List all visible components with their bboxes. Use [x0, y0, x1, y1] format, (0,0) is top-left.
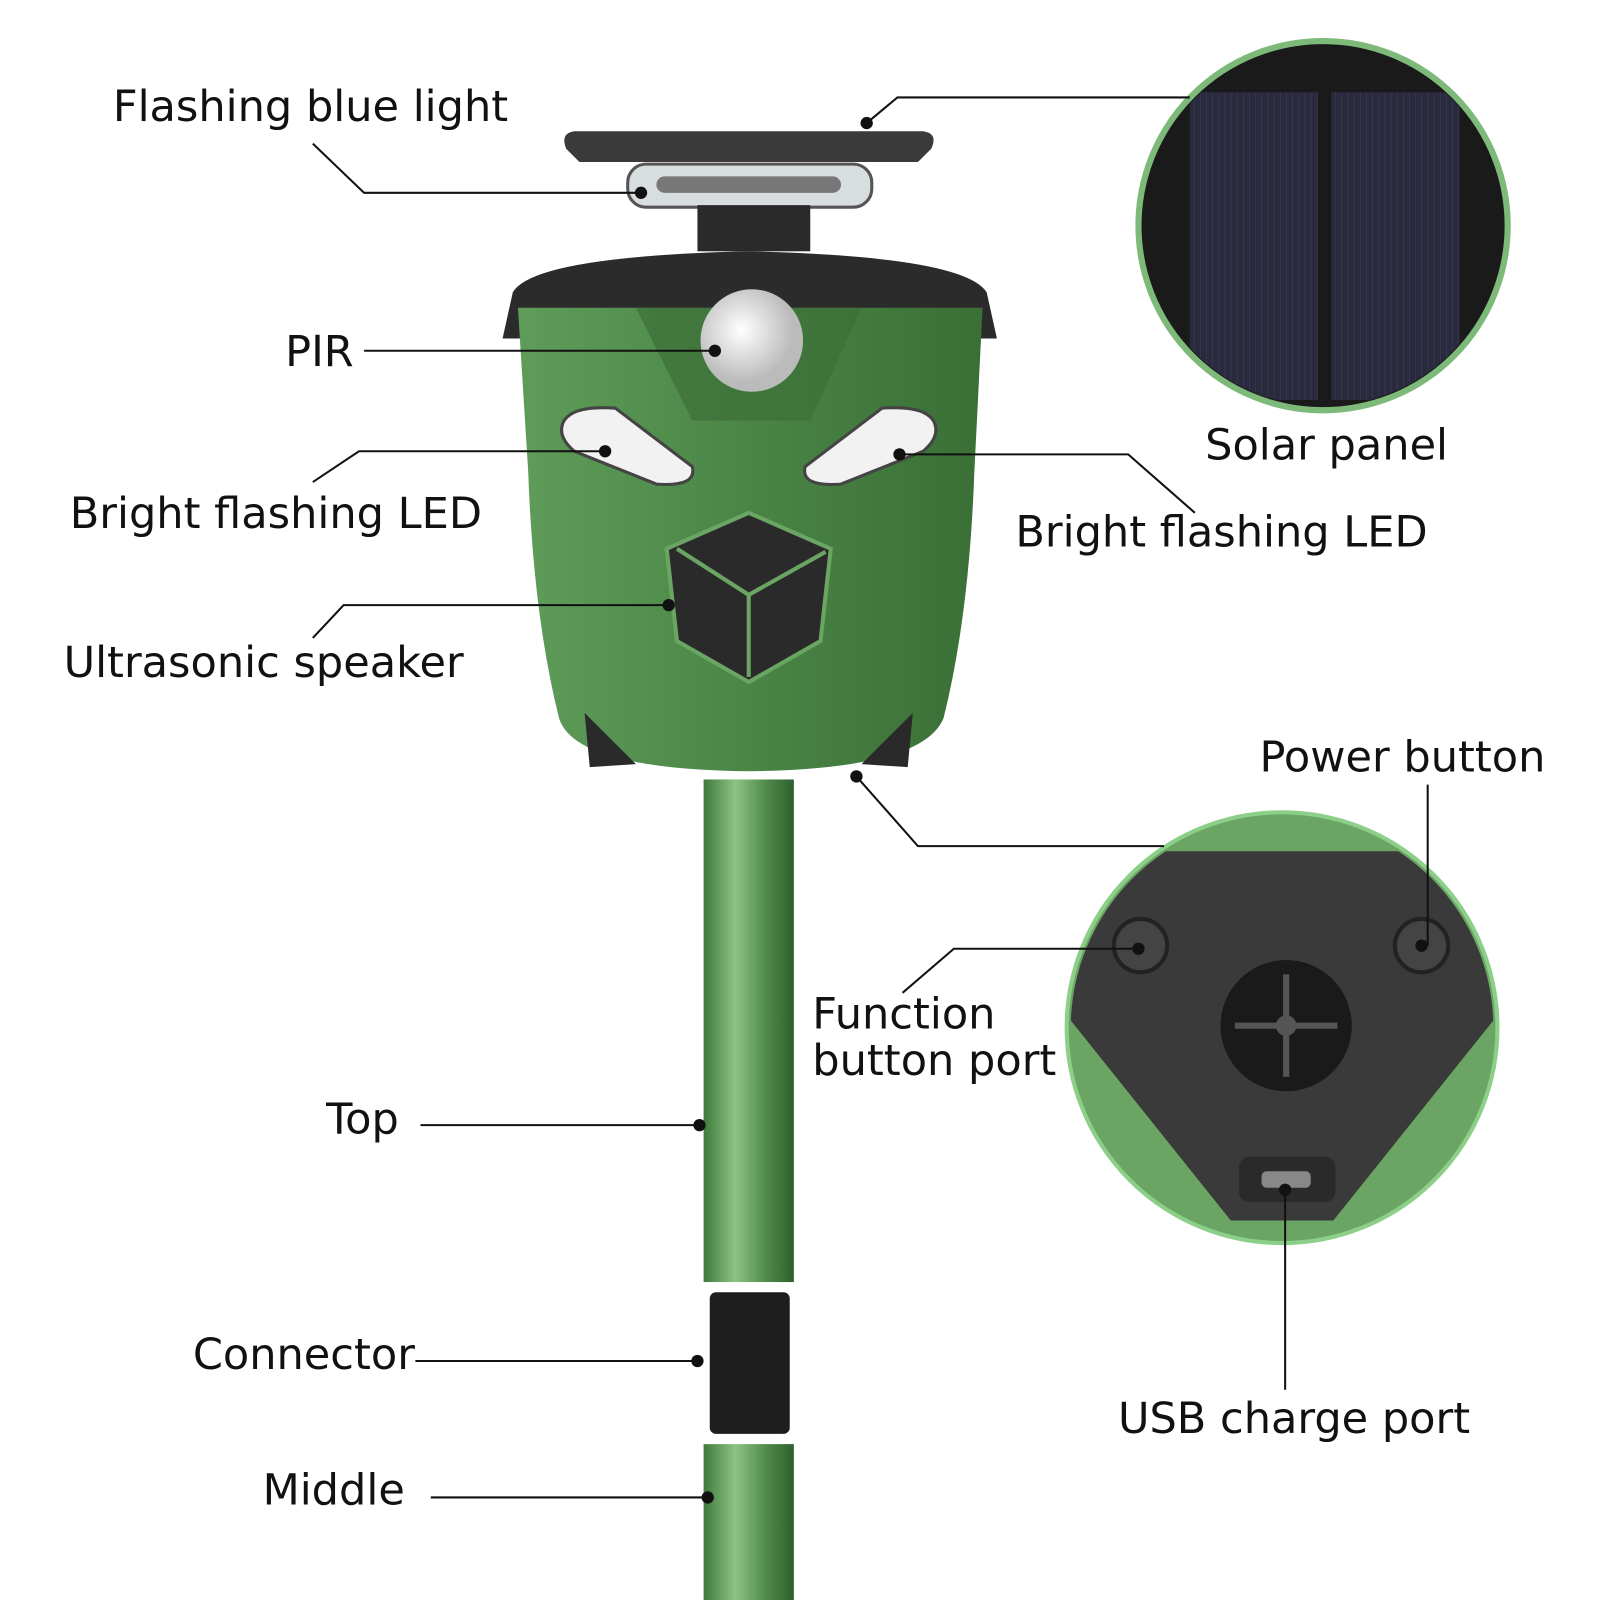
label-solar-panel: Solar panel [1205, 420, 1448, 470]
label-power-button: Power button [1259, 732, 1545, 782]
label-pir: PIR [285, 327, 354, 377]
bottom-zoom [1064, 810, 1500, 1246]
label-top: Top [325, 1094, 399, 1144]
solar-panel-zoom [1135, 37, 1511, 414]
pole-top [703, 779, 794, 1283]
label-flashing-blue-light: Flashing blue light [113, 82, 508, 132]
repeller-device [502, 131, 997, 1600]
led-left [560, 406, 695, 487]
pole-middle [703, 1444, 794, 1600]
label-usb-charge-port: USB charge port [1118, 1394, 1470, 1444]
label-ultrasonic-speaker: Ultrasonic speaker [64, 638, 464, 688]
label-function-button-line1: Function [812, 990, 995, 1040]
pir-sensor [700, 289, 804, 392]
connector-part [709, 1292, 790, 1434]
label-bright-led-right: Bright flashing LED [1015, 508, 1427, 558]
solar-panel-top [564, 131, 934, 163]
led-right [803, 406, 938, 487]
label-middle: Middle [263, 1466, 405, 1516]
leader-lines [312, 96, 1429, 1504]
label-bright-led-left: Bright flashing LED [70, 489, 482, 539]
label-function-button-line2: button port [812, 1036, 1056, 1086]
label-connector: Connector [193, 1330, 415, 1380]
